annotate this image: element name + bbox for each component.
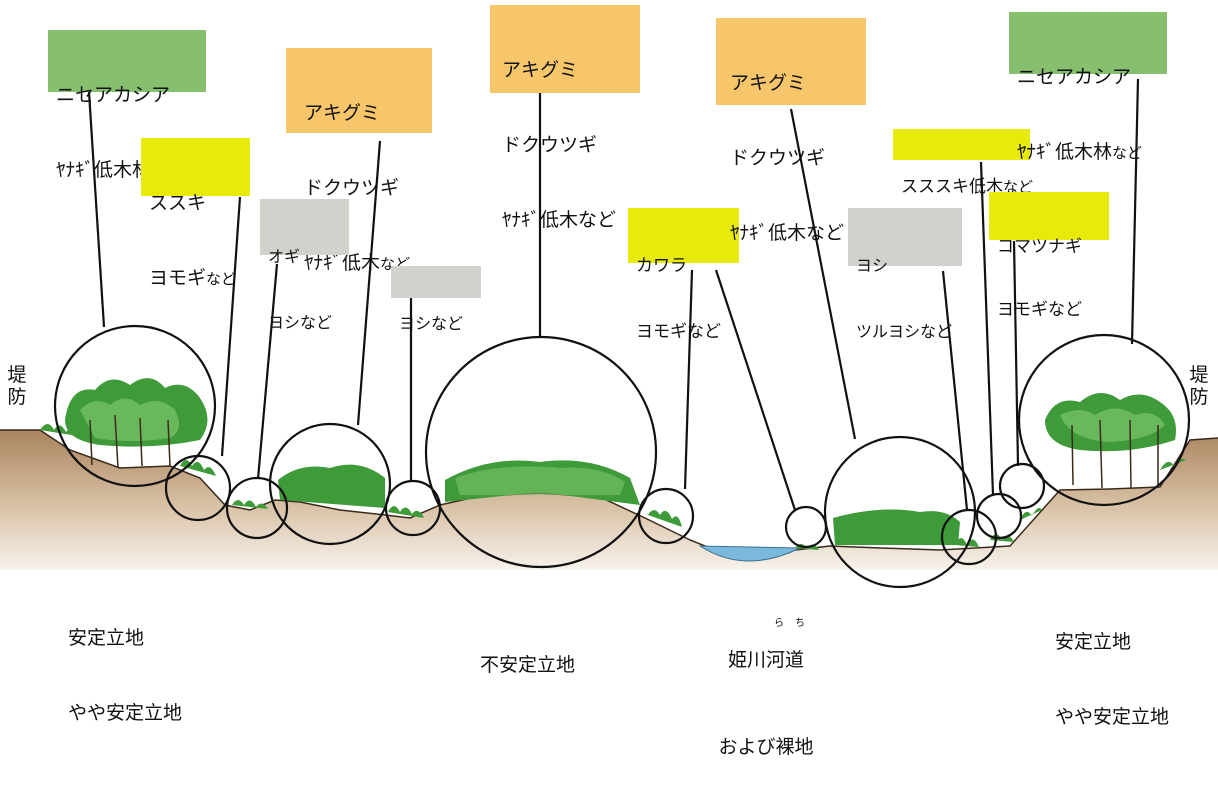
zone-line: やや安定立地 bbox=[1055, 706, 1170, 728]
label-line: オギ bbox=[268, 247, 301, 266]
shrub-bands bbox=[278, 460, 960, 545]
zone-line: および裸地 bbox=[718, 736, 814, 758]
embankment-char: 堤 bbox=[1189, 364, 1209, 386]
ruby-chi: ち bbox=[795, 618, 805, 629]
label-akigumi-center: アキグミ ドクウツギ ﾔﾅｷﾞ低木など bbox=[490, 5, 640, 231]
label-line: ニセアカシア bbox=[56, 84, 171, 106]
label-line: ﾔﾅｷﾞ低木林など bbox=[1017, 141, 1143, 163]
river-water bbox=[698, 545, 801, 562]
zone-line: 安定立地 bbox=[1055, 631, 1132, 653]
ground-profile bbox=[0, 430, 1218, 570]
label-line: アキグミ bbox=[304, 102, 381, 124]
label-line: アキグミ bbox=[502, 59, 579, 81]
label-yoshi: ヨシなど bbox=[391, 266, 481, 333]
zone-line: 安定立地 bbox=[68, 627, 145, 649]
label-kawara-yomogi: カワラ ヨモギなど bbox=[628, 208, 739, 342]
label-line: スススキ低木など bbox=[901, 177, 1034, 197]
label-locust-willow-right: ニセアカシア ﾔﾅｷﾞ低木林など bbox=[1009, 12, 1167, 163]
zone-circles bbox=[53, 324, 1191, 589]
embankment-char: 防 bbox=[7, 386, 27, 408]
zone-right-label: 安定立地 やや安定立地 bbox=[1055, 580, 1169, 755]
label-line: ススキ bbox=[149, 192, 207, 214]
label-komatsunagi-yomogi: コマツナギ ヨモギなど bbox=[989, 192, 1109, 320]
ruby-ra: ら bbox=[774, 618, 784, 629]
zone-line: やや安定立地 bbox=[68, 702, 183, 724]
label-locust-willow-left: ニセアカシア ﾔﾅｷﾞ低木林など bbox=[48, 30, 206, 181]
embankment-right-label: 堤 防 bbox=[1188, 364, 1210, 408]
zone-river-label: 姫川河道 および裸地 bbox=[706, 588, 826, 791]
label-line: ヨシなど bbox=[399, 314, 464, 333]
left-woodland bbox=[65, 378, 208, 469]
label-line: コマツナギ bbox=[997, 237, 1082, 257]
label-susuki-yomogi: ススキ ヨモギなど bbox=[141, 138, 250, 289]
label-line: アキグミ bbox=[730, 72, 807, 94]
label-line: ヨモギなど bbox=[149, 267, 237, 289]
label-ogi-yoshi: オギ ヨシなど bbox=[260, 199, 349, 332]
label-line: ﾔﾅｷﾞ低木など bbox=[502, 209, 617, 231]
river-cross-section bbox=[0, 78, 1218, 589]
zone-line: 姫川河道 bbox=[727, 649, 804, 671]
embankment-left-label: 堤 防 bbox=[6, 364, 28, 408]
zone-center-label: 不安定立地 bbox=[480, 603, 575, 703]
zone-line: 不安定立地 bbox=[480, 654, 576, 676]
label-line: ヨシなど bbox=[268, 313, 333, 332]
label-line: ドクウツギ bbox=[502, 134, 598, 156]
embankment-char: 防 bbox=[1189, 386, 1209, 408]
label-line: ドクウツギ bbox=[730, 147, 826, 169]
label-line: ヨモギなど bbox=[636, 322, 721, 342]
label-line: ﾔﾅｷﾞ低木など bbox=[730, 222, 845, 244]
label-yoshi-tsuruyoshi: ヨシ ツルヨシなど bbox=[848, 208, 962, 341]
label-susuki-shrub: スススキ低木など bbox=[893, 129, 1033, 197]
label-line: ヨモギなど bbox=[997, 300, 1082, 320]
label-akigumi-right: アキグミ ドクウツギ ﾔﾅｷﾞ低木など bbox=[716, 18, 866, 244]
embankment-char: 堤 bbox=[7, 364, 27, 386]
zone-left-label: 安定立地 やや安定立地 bbox=[68, 576, 182, 751]
leader-lines bbox=[87, 78, 1140, 511]
right-woodland bbox=[1045, 392, 1176, 489]
label-line: ヨシ bbox=[856, 256, 889, 275]
label-line: ドクウツギ bbox=[304, 177, 400, 199]
label-line: カワラ bbox=[636, 256, 687, 276]
label-line: ツルヨシなど bbox=[856, 322, 953, 341]
label-line: ニセアカシア bbox=[1017, 66, 1132, 88]
label-akigumi-left: アキグミ ドクウツギ ﾔﾅｷﾞ低木など bbox=[286, 48, 432, 274]
